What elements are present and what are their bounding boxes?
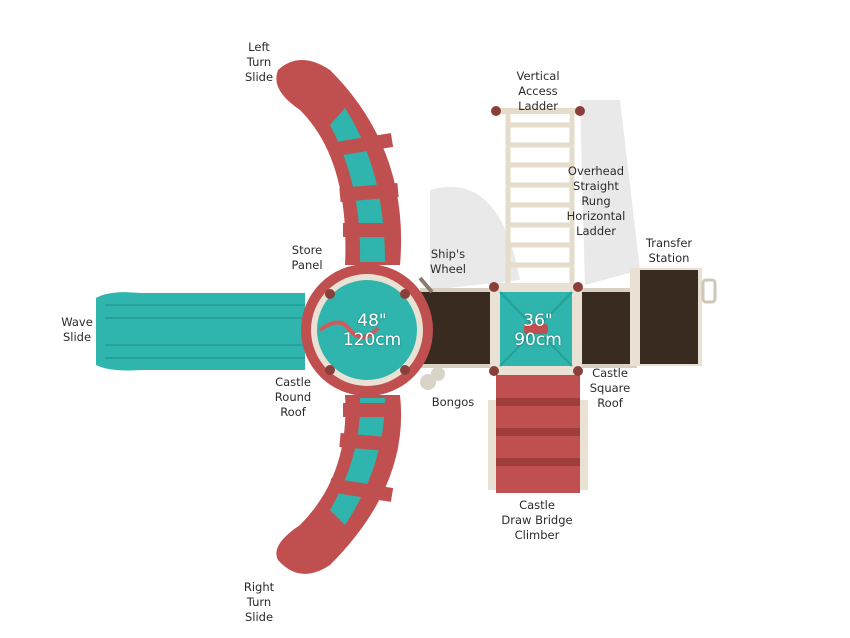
label-line: Castle bbox=[592, 366, 628, 380]
label-line: Slide bbox=[244, 70, 274, 84]
label-castle-square-roof: Castle Square Roof bbox=[590, 366, 631, 411]
label-line: Wheel bbox=[429, 262, 467, 276]
label-store-panel: Store Panel bbox=[291, 243, 322, 273]
height-inches: 48" bbox=[357, 311, 387, 331]
label-line: Access bbox=[518, 84, 558, 98]
label-line: Square bbox=[589, 381, 631, 395]
label-line: Transfer bbox=[645, 236, 693, 250]
label-line: Straight bbox=[573, 179, 619, 193]
label-left-turn-slide: Left Turn Slide bbox=[245, 40, 273, 85]
right-turn-slide bbox=[276, 395, 402, 574]
left-turn-slide bbox=[276, 60, 402, 265]
castle-round-roof bbox=[301, 264, 433, 396]
height-inches: 36" bbox=[523, 311, 553, 331]
height-cm: 90cm bbox=[514, 330, 562, 350]
overhead-ladder bbox=[505, 110, 575, 285]
label-ships-wheel: Ship's Wheel bbox=[430, 247, 466, 277]
label-wave-slide: Wave Slide bbox=[61, 315, 93, 345]
label-line: Panel bbox=[291, 258, 323, 272]
label-right-turn-slide: Right Turn Slide bbox=[244, 580, 274, 625]
label-line: Roof bbox=[597, 396, 623, 410]
deck-right bbox=[582, 288, 637, 368]
label-line: Round bbox=[274, 390, 312, 404]
height-cm: 120cm bbox=[342, 330, 402, 350]
label-line: Bongos bbox=[431, 395, 475, 409]
label-line: Ladder bbox=[518, 99, 558, 113]
ships-wheel bbox=[418, 276, 434, 294]
round-tower-deck-height: 48" 120cm bbox=[343, 312, 401, 350]
label-line: Ship's bbox=[430, 247, 466, 261]
square-tower-deck-height: 36" 90cm bbox=[514, 312, 562, 350]
bongos bbox=[420, 367, 445, 390]
transfer-station bbox=[630, 268, 717, 366]
label-vertical-access-ladder: Vertical Access Ladder bbox=[516, 69, 559, 114]
label-line: Horizontal bbox=[566, 209, 626, 223]
label-line: Overhead bbox=[567, 164, 625, 178]
label-overhead-ladder: Overhead Straight Rung Horizontal Ladder bbox=[567, 164, 626, 239]
vertical-access-ladder bbox=[491, 106, 585, 116]
label-line: Castle bbox=[275, 375, 311, 389]
label-bongos: Bongos bbox=[432, 395, 475, 410]
label-line: Wave bbox=[61, 315, 93, 329]
label-line: Climber bbox=[514, 528, 560, 542]
label-transfer-station: Transfer Station bbox=[646, 236, 692, 266]
label-line: Castle bbox=[519, 498, 555, 512]
label-line: Right bbox=[243, 580, 275, 594]
label-line: Rung bbox=[581, 194, 611, 208]
label-draw-bridge-climber: Castle Draw Bridge Climber bbox=[501, 498, 572, 543]
label-line: Station bbox=[648, 251, 690, 265]
wave-slide bbox=[96, 292, 305, 371]
label-line: Vertical bbox=[516, 69, 560, 83]
label-line: Left bbox=[248, 40, 270, 54]
label-line: Store bbox=[291, 243, 323, 257]
label-line: Slide bbox=[244, 610, 274, 624]
castle-square-roof bbox=[489, 282, 583, 376]
label-line: Draw Bridge bbox=[501, 513, 573, 527]
shadows bbox=[430, 100, 640, 290]
label-line: Ladder bbox=[576, 224, 616, 238]
label-line: Roof bbox=[280, 405, 306, 419]
label-line: Slide bbox=[62, 330, 92, 344]
label-line: Turn bbox=[246, 55, 272, 69]
label-castle-round-roof: Castle Round Roof bbox=[275, 375, 311, 420]
draw-bridge-climber bbox=[488, 375, 588, 493]
label-line: Turn bbox=[246, 595, 272, 609]
